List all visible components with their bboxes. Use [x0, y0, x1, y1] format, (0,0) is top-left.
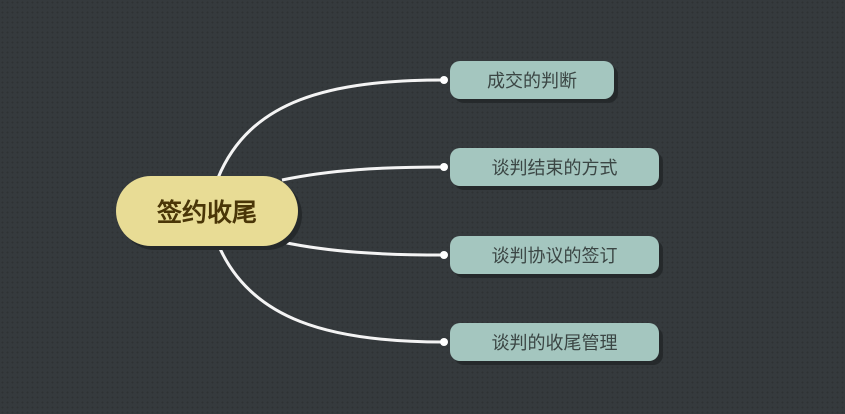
link-dot: [440, 251, 448, 259]
link-dot: [440, 163, 448, 171]
link-4: [216, 243, 445, 344]
link-1: [216, 78, 445, 179]
link-dot: [440, 76, 448, 84]
child-node-3[interactable]: 谈判协议的签订: [450, 236, 659, 274]
child-node-2[interactable]: 谈判结束的方式: [450, 148, 659, 186]
root-node[interactable]: 签约收尾: [116, 176, 298, 246]
link-dot: [440, 338, 448, 346]
link-2: [281, 165, 445, 182]
child-node-4[interactable]: 谈判的收尾管理: [450, 323, 659, 361]
child-node-1[interactable]: 成交的判断: [450, 61, 614, 99]
link-3: [281, 240, 445, 257]
